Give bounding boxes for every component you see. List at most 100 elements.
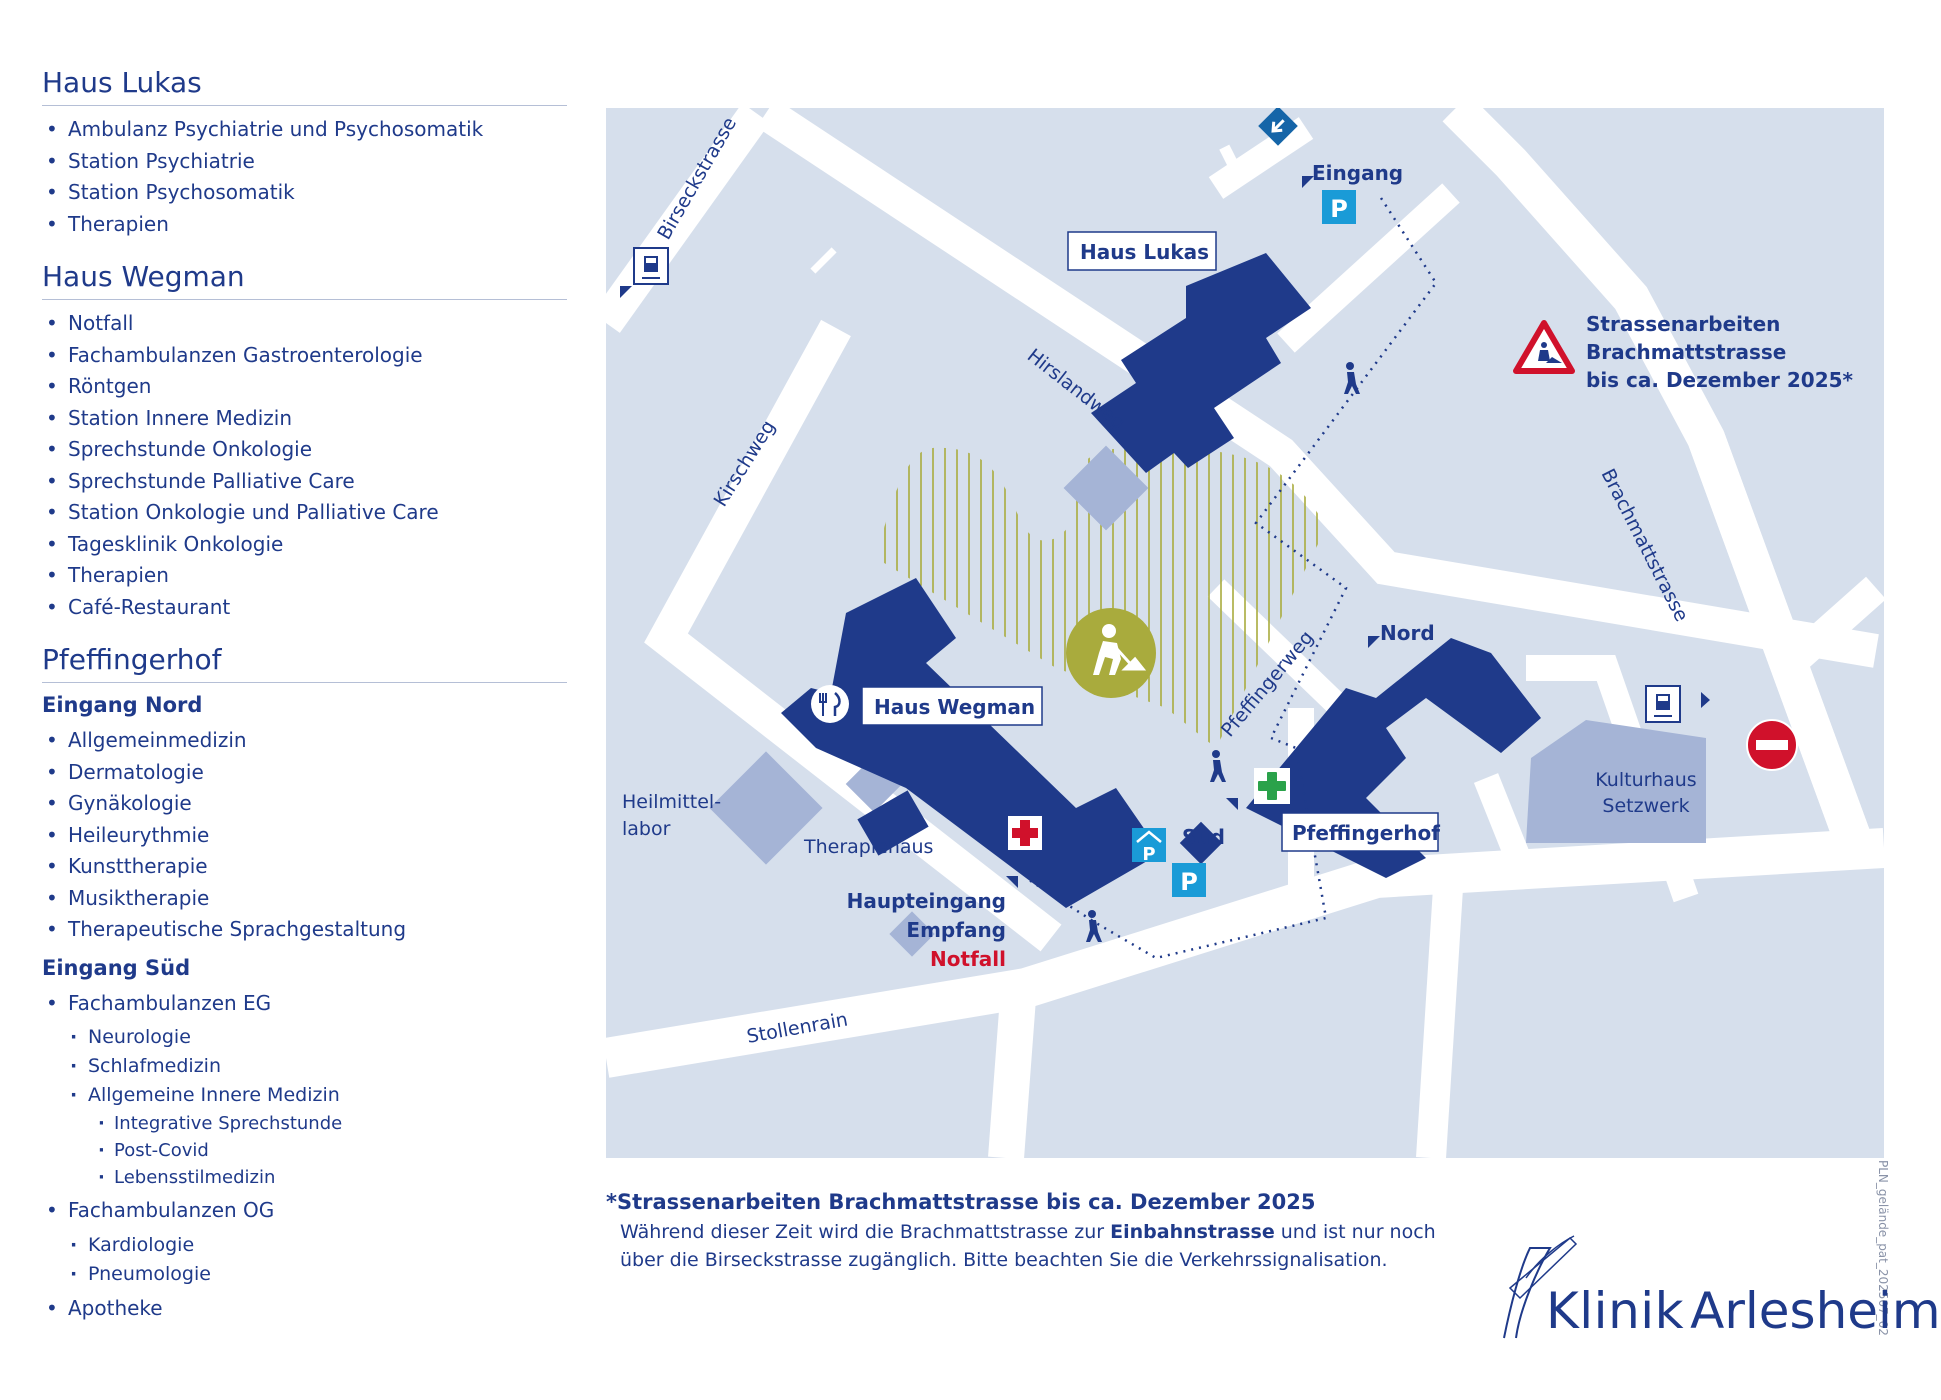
list-item: Café-Restaurant	[42, 592, 567, 624]
roadworks-warning-icon	[1513, 320, 1575, 374]
roadworks-line-2: Brachmattstrasse	[1586, 340, 1786, 364]
list-eg-subitems: Integrative SprechstundePost-CovidLebens…	[42, 1110, 567, 1191]
haus-wegman-building	[781, 578, 1161, 908]
svg-text:P: P	[1180, 868, 1198, 896]
label-box-pfeffingerhof: Pfeffingerhof	[1281, 812, 1440, 852]
list-item: Notfall	[42, 308, 567, 340]
list-eingang-sued: Fachambulanzen EG	[42, 988, 567, 1020]
haus-lukas-building	[1091, 253, 1311, 473]
therapiehaus-building	[857, 790, 929, 856]
list-item-fachambulanzen-eg: Fachambulanzen EG	[42, 988, 567, 1020]
logo-mark-icon	[1503, 1235, 1578, 1339]
list-item: Pneumologie	[42, 1260, 567, 1289]
list-eg-items: NeurologieSchlafmedizinAllgemeine Innere…	[42, 1023, 567, 1110]
road-hirslandweg	[756, 108, 1879, 668]
list-item: Kardiologie	[42, 1231, 567, 1260]
pedestrian-icons	[1086, 362, 1360, 942]
other-building-labels: Therapiehaus Heilmittel- labor Kulturhau…	[622, 769, 1697, 858]
site-map: Birseckstrasse Hirslandweg Kirschweg Pfe…	[606, 108, 1884, 1158]
haupteingang-marker	[1006, 876, 1018, 888]
roadworks-note: *Strassenarbeiten Brachmattstrasse bis c…	[606, 1190, 1506, 1274]
list-apotheke: Apotheke	[42, 1293, 567, 1325]
parking-garage-icon: P	[1132, 828, 1166, 865]
list-item: Musiktherapie	[42, 883, 567, 915]
label-heilmittel-2: labor	[622, 818, 671, 840]
birseck-marker	[620, 286, 632, 298]
pedestrian-icon-2	[1210, 750, 1226, 782]
list-item: Ambulanz Psychiatrie und Psychosomatik	[42, 114, 567, 146]
note-line1-c: und ist nur noch	[1274, 1221, 1436, 1243]
list-item: Post-Covid	[42, 1137, 567, 1164]
label-therapiehaus: Therapiehaus	[803, 836, 933, 858]
list-item: Schlafmedizin	[42, 1052, 567, 1081]
label-haupteingang: Haupteingang	[847, 889, 1006, 913]
list-item: Sprechstunde Onkologie	[42, 434, 567, 466]
svg-text:P: P	[1142, 844, 1155, 865]
entrance-markers	[620, 176, 1710, 888]
road-kirschweg	[644, 319, 1062, 952]
construction-worker-icon	[1066, 608, 1156, 698]
list-item: Station Innere Medizin	[42, 403, 567, 435]
list-og-items: KardiologiePneumologie	[42, 1231, 567, 1289]
label-haus-wegman: Haus Wegman	[874, 695, 1035, 719]
walking-paths	[1025, 197, 1438, 960]
logo-text-klinik: Klinik	[1546, 1282, 1685, 1340]
parking-icon-lukas: P	[1322, 190, 1356, 224]
note-body: Während dieser Zeit wird die Brachmattst…	[606, 1218, 1506, 1274]
note-title: *Strassenarbeiten Brachmattstrasse bis c…	[606, 1190, 1316, 1214]
label-sued: Süd	[1182, 825, 1225, 849]
section-title-pfeffingerhof: Pfeffingerhof	[42, 637, 567, 683]
restaurant-icon	[811, 685, 849, 723]
list-og: Fachambulanzen OG	[42, 1195, 567, 1227]
note-line2: über die Birseckstrasse zugänglich. Bitt…	[620, 1249, 1388, 1271]
therapiehaus-marker	[1179, 821, 1223, 865]
list-item: Fachambulanzen Gastroenterologie	[42, 340, 567, 372]
list-item: Sprechstunde Palliative Care	[42, 466, 567, 498]
pedestrian-icon-1	[1344, 362, 1360, 394]
label-empfang: Empfang	[906, 918, 1006, 942]
pharmacy-icon	[1254, 768, 1290, 804]
list-item: Therapien	[42, 560, 567, 592]
list-item: Therapeutische Sprachgestaltung	[42, 914, 567, 946]
list-eingang-nord: AllgemeinmedizinDermatologieGynäkologieH…	[42, 725, 567, 946]
tram-stop-icon-birseck	[633, 247, 669, 285]
road-birseckstrasse	[606, 108, 770, 333]
pedestrian-icon-3	[1086, 910, 1102, 942]
tram-arrow-marker	[1701, 692, 1710, 708]
eingang-marker	[1302, 176, 1314, 188]
list-item: Gynäkologie	[42, 788, 567, 820]
label-heilmittel-1: Heilmittel-	[622, 791, 721, 813]
label-nord: Nord	[1380, 621, 1435, 645]
list-item: Kunsttherapie	[42, 851, 567, 883]
roads	[606, 108, 1884, 1158]
label-kulturhaus-1: Kulturhaus	[1595, 769, 1696, 791]
list-item: Allgemeine Innere Medizin	[42, 1081, 567, 1110]
entrance-labels: Eingang Nord Süd Haupteingang Empfang No…	[847, 161, 1435, 971]
legend-panel: Haus Lukas Ambulanz Psychiatrie und Psyc…	[42, 60, 567, 1328]
list-item: Röntgen	[42, 371, 567, 403]
list-item: Tagesklinik Onkologie	[42, 529, 567, 561]
red-cross-icon	[1008, 816, 1042, 850]
label-eingang: Eingang	[1312, 161, 1403, 185]
list-item: Integrative Sprechstunde	[42, 1110, 567, 1137]
note-line1-b: Einbahnstrasse	[1110, 1221, 1275, 1243]
list-item: Heileurythmie	[42, 820, 567, 852]
list-item: Station Onkologie und Palliative Care	[42, 497, 567, 529]
roadworks-text: Strassenarbeiten Brachmattstrasse bis ca…	[1586, 312, 1854, 392]
list-item-apotheke: Apotheke	[42, 1293, 567, 1325]
label-kulturhaus-2: Setzwerk	[1602, 795, 1689, 817]
list-item: Allgemeinmedizin	[42, 725, 567, 757]
heading-eingang-sued: Eingang Süd	[42, 955, 191, 980]
label-haus-lukas: Haus Lukas	[1080, 240, 1209, 264]
logo-text-arlesheim: Arlesheim	[1690, 1282, 1941, 1340]
heading-eingang-nord: Eingang Nord	[42, 693, 203, 717]
label-box-haus-wegman: Haus Wegman	[861, 686, 1043, 726]
list-item: Therapien	[42, 209, 567, 241]
list-item: Neurologie	[42, 1023, 567, 1052]
kulturhaus-building	[1526, 720, 1706, 843]
roadworks-line-3: bis ca. Dezember 2025*	[1586, 368, 1854, 392]
list-item: Station Psychiatrie	[42, 146, 567, 178]
parking-icon-sued: P	[1172, 863, 1206, 897]
